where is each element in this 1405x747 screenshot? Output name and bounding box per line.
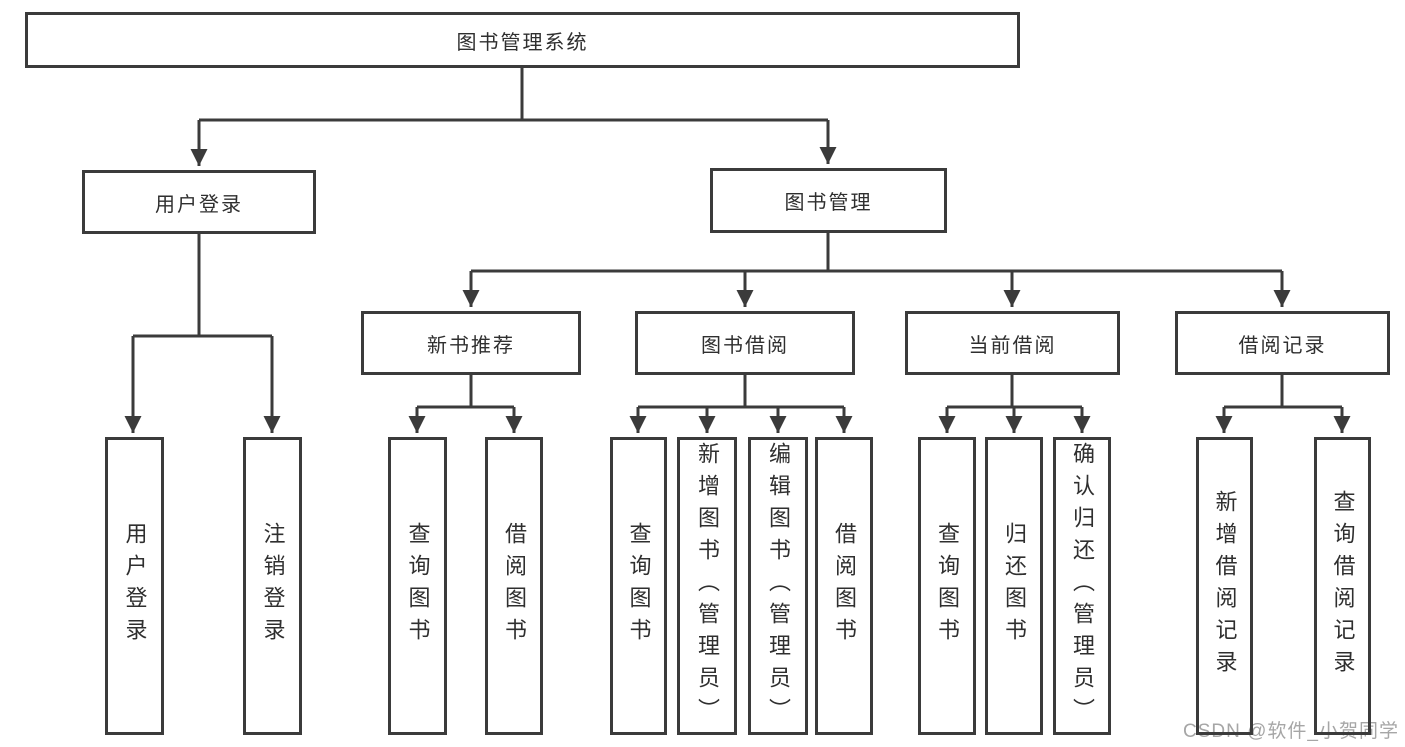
node-book-borrowing: 图书借阅 — [635, 311, 855, 375]
leaf-user-login: 用户登录 — [105, 437, 164, 735]
leaf-query-books-recommend: 查询图书 — [388, 437, 447, 735]
node-user-login: 用户登录 — [82, 170, 316, 234]
leaf-borrow-books-borrowing: 借阅图书 — [815, 437, 873, 735]
node-current-borrowing: 当前借阅 — [905, 311, 1120, 375]
leaf-edit-book-admin: 编辑图书（管理员） — [748, 437, 808, 735]
leaf-borrow-books-recommend: 借阅图书 — [485, 437, 543, 735]
connector-group — [124, 68, 1351, 433]
leaf-confirm-return-admin: 确认归还（管理员） — [1053, 437, 1111, 735]
node-borrowing-records: 借阅记录 — [1175, 311, 1390, 375]
leaf-add-borrow-record: 新增借阅记录 — [1196, 437, 1253, 735]
leaf-return-book: 归还图书 — [985, 437, 1043, 735]
leaf-query-books-current: 查询图书 — [918, 437, 976, 735]
watermark: CSDN @软件_小贺同学 — [1183, 721, 1399, 742]
node-book-management: 图书管理 — [710, 168, 947, 233]
leaf-query-books-borrowing: 查询图书 — [610, 437, 667, 735]
leaf-logout: 注销登录 — [243, 437, 302, 735]
leaf-add-book-admin: 新增图书（管理员） — [677, 437, 737, 735]
leaf-query-borrow-record: 查询借阅记录 — [1314, 437, 1371, 735]
node-library-management-system: 图书管理系统 — [25, 12, 1020, 68]
node-new-book-recommend: 新书推荐 — [361, 311, 581, 375]
